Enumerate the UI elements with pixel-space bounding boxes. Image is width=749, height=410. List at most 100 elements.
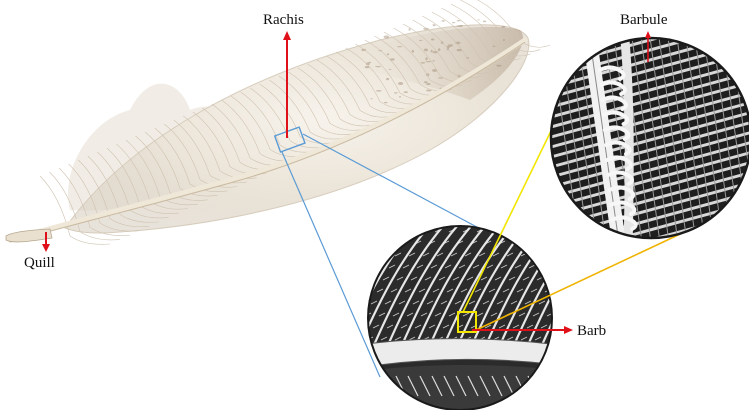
barbule-tick: [442, 240, 450, 245]
barbule-tick: [335, 289, 341, 292]
lower-barb-stroke: [479, 375, 491, 397]
barbule-tick: [524, 300, 532, 305]
vane-line-lower: [489, 53, 521, 61]
barbule-tick: [392, 312, 400, 317]
barbule-tick: [569, 325, 575, 328]
barbule-tick: [303, 241, 309, 244]
barb-label: Barb: [577, 323, 607, 339]
speckle: [408, 28, 411, 31]
vane-line-upper: [116, 143, 151, 202]
vane-line-upper: [135, 135, 171, 193]
barbule-tick: [406, 228, 414, 233]
barbule-tick: [482, 300, 490, 305]
barb-stroke: [248, 225, 318, 345]
vane-line-lower: [109, 218, 150, 228]
vane-line-upper: [183, 115, 221, 172]
speckle: [403, 91, 408, 93]
speckle: [455, 41, 461, 45]
barbule-tick: [386, 240, 394, 245]
barbule-tick: [490, 312, 498, 317]
lower-barb-stroke: [588, 376, 598, 396]
barbule-tick: [635, 277, 641, 280]
vane-line-upper: [202, 107, 241, 163]
barbule-label: Barbule: [620, 12, 668, 28]
barbicel-hook: [600, 95, 628, 111]
barbule-tick: [542, 264, 550, 269]
barbule-tick: [374, 264, 382, 269]
barbule-tick: [446, 288, 454, 293]
barbule-tick: [394, 336, 402, 341]
barbule-tick: [494, 276, 502, 281]
barbule-tick: [426, 300, 434, 305]
barbule-tick: [273, 301, 279, 304]
barbule-tick: [611, 325, 617, 328]
barbule-tick: [376, 288, 384, 293]
barbicel-hook: [602, 125, 631, 141]
speckle: [418, 39, 423, 41]
barbule-tick: [333, 265, 339, 268]
barbule-tick: [378, 228, 386, 233]
lower-barb-stroke: [431, 375, 443, 397]
barbule-tick: [275, 325, 281, 328]
speckle: [437, 77, 444, 79]
barbule-tick: [516, 288, 524, 293]
feather-speckles: [361, 19, 506, 104]
barbule-tick: [585, 265, 591, 268]
barbule-tick: [534, 336, 542, 341]
barbule-tick: [434, 228, 442, 233]
barbule-tick: [555, 325, 561, 328]
vane-line-upper: [393, 27, 441, 76]
barbule-tick: [297, 253, 303, 256]
barbule-tick: [309, 229, 315, 232]
barbule-tick: [591, 253, 597, 256]
speckle: [432, 60, 435, 62]
barbule-tick: [561, 313, 567, 316]
barbicel-hook: [604, 140, 632, 156]
vane-line-upper: [87, 155, 121, 215]
barb-magnification-circle: [248, 225, 641, 410]
barbule-tick: [418, 288, 426, 293]
speckle: [430, 38, 435, 41]
barbule-tick: [359, 241, 365, 244]
speckle: [386, 53, 390, 56]
barbule-col: [630, 38, 662, 238]
vane-line-lower: [119, 214, 159, 223]
barbicel-hook: [601, 110, 630, 126]
barbule-tick: [448, 228, 456, 233]
barbule-tick: [609, 301, 615, 304]
speckle: [426, 83, 431, 85]
speckle: [458, 24, 463, 27]
speckle: [376, 90, 382, 92]
barbule-tick: [303, 325, 309, 328]
barbule-tick: [538, 300, 546, 305]
barbule-tick: [285, 277, 291, 280]
barbule-tick: [534, 252, 542, 257]
barbule-tick: [540, 240, 548, 245]
barbule-tick: [396, 276, 404, 281]
barbule-tick: [347, 265, 353, 268]
barbule-tick: [430, 264, 438, 269]
vane-line-upper: [125, 139, 161, 198]
barbule-tick: [492, 252, 500, 257]
barbule-tick: [370, 300, 378, 305]
barbule-tick: [484, 240, 492, 245]
speckle: [477, 19, 480, 21]
barbule-tick: [627, 265, 633, 268]
barbule-tick: [402, 264, 410, 269]
vane-line-lower: [469, 62, 502, 70]
barbule-tick: [514, 264, 522, 269]
barbule-tick: [436, 252, 444, 257]
barbule-tick: [412, 300, 420, 305]
barbule-tick: [329, 301, 335, 304]
barbule-row: [551, 148, 749, 212]
barbule-tick: [368, 252, 374, 257]
speckle: [364, 66, 370, 69]
vane-line-upper: [49, 171, 81, 232]
zoom-line-top: [302, 133, 489, 234]
barbule-tick: [611, 241, 617, 244]
vane-line-lower: [69, 235, 111, 245]
barbule-tick: [595, 301, 601, 304]
speckle: [441, 20, 445, 22]
